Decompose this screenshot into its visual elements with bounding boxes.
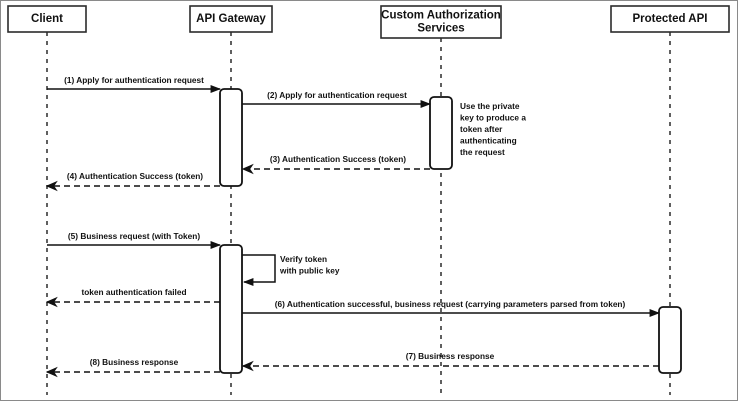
- note-line: authenticating: [460, 136, 517, 146]
- participant-box-client[interactable]: [7, 5, 87, 33]
- message-label-msg-4: (4) Authentication Success (token): [67, 171, 203, 181]
- participant-box-protected-api[interactable]: [610, 5, 730, 33]
- messages-layer: (1) Apply for authentication request (2) …: [45, 75, 661, 378]
- note-line: Use the private: [460, 101, 520, 111]
- lifelines-layer: Client API Gateway Custom AuthorizationSer…: [7, 5, 730, 395]
- activation-bar-act-protected-api: [658, 306, 682, 374]
- message-label-msg-5: (5) Business request (with Token): [68, 231, 200, 241]
- message-label-msg-self-verify: with public key: [279, 266, 340, 276]
- participant-protected-api[interactable]: Protected API: [610, 5, 730, 395]
- message-msg-1[interactable]: (1) Apply for authentication request: [47, 75, 222, 93]
- activation-bar-act-gateway-auth: [219, 88, 243, 187]
- message-label-msg-2: (2) Apply for authentication request: [267, 90, 407, 100]
- message-label-msg-3: (3) Authentication Success (token): [270, 154, 406, 164]
- note-line: token after: [460, 124, 503, 134]
- participant-label-custom-authorization-services: Custom Authorization: [381, 10, 501, 22]
- participant-box-custom-authorization-services[interactable]: [380, 5, 502, 39]
- message-msg-4[interactable]: (4) Authentication Success (token): [45, 171, 220, 192]
- message-msg-token-failed[interactable]: token authentication failed: [45, 287, 220, 308]
- message-msg-self-verify[interactable]: Verify token with public key: [242, 254, 340, 286]
- message-msg-2[interactable]: (2) Apply for authentication request: [242, 90, 432, 108]
- message-label-msg-7: (7) Business response: [406, 351, 495, 361]
- message-label-msg-self-verify: Verify token: [280, 254, 327, 264]
- participant-label-protected-api: Protected API: [633, 13, 708, 25]
- participant-label-custom-authorization-services: Services: [417, 23, 464, 35]
- note-line: key to produce a: [460, 113, 526, 123]
- message-label-msg-6: (6) Authentication successful, business …: [275, 299, 626, 309]
- message-msg-7[interactable]: (7) Business response: [241, 351, 659, 372]
- participant-box-api-gateway[interactable]: [189, 5, 273, 33]
- message-label-msg-8: (8) Business response: [90, 357, 179, 367]
- message-label-msg-token-failed: token authentication failed: [81, 287, 186, 297]
- message-msg-8[interactable]: (8) Business response: [45, 357, 220, 378]
- activation-bar-act-gateway-business: [219, 244, 243, 374]
- message-msg-6[interactable]: (6) Authentication successful, business …: [242, 299, 661, 317]
- participant-api-gateway[interactable]: API Gateway: [189, 5, 273, 395]
- activations-layer: [219, 88, 682, 374]
- message-self-loop-line: [242, 254, 276, 286]
- note-line: the request: [460, 147, 505, 157]
- activation-bar-act-cas-auth: [429, 96, 453, 170]
- message-msg-3[interactable]: (3) Authentication Success (token): [241, 154, 430, 175]
- message-label-msg-1: (1) Apply for authentication request: [64, 75, 204, 85]
- participant-client[interactable]: Client: [7, 5, 87, 395]
- participant-label-api-gateway: API Gateway: [196, 13, 266, 25]
- participant-label-client: Client: [31, 13, 63, 25]
- message-msg-5[interactable]: (5) Business request (with Token): [47, 231, 222, 249]
